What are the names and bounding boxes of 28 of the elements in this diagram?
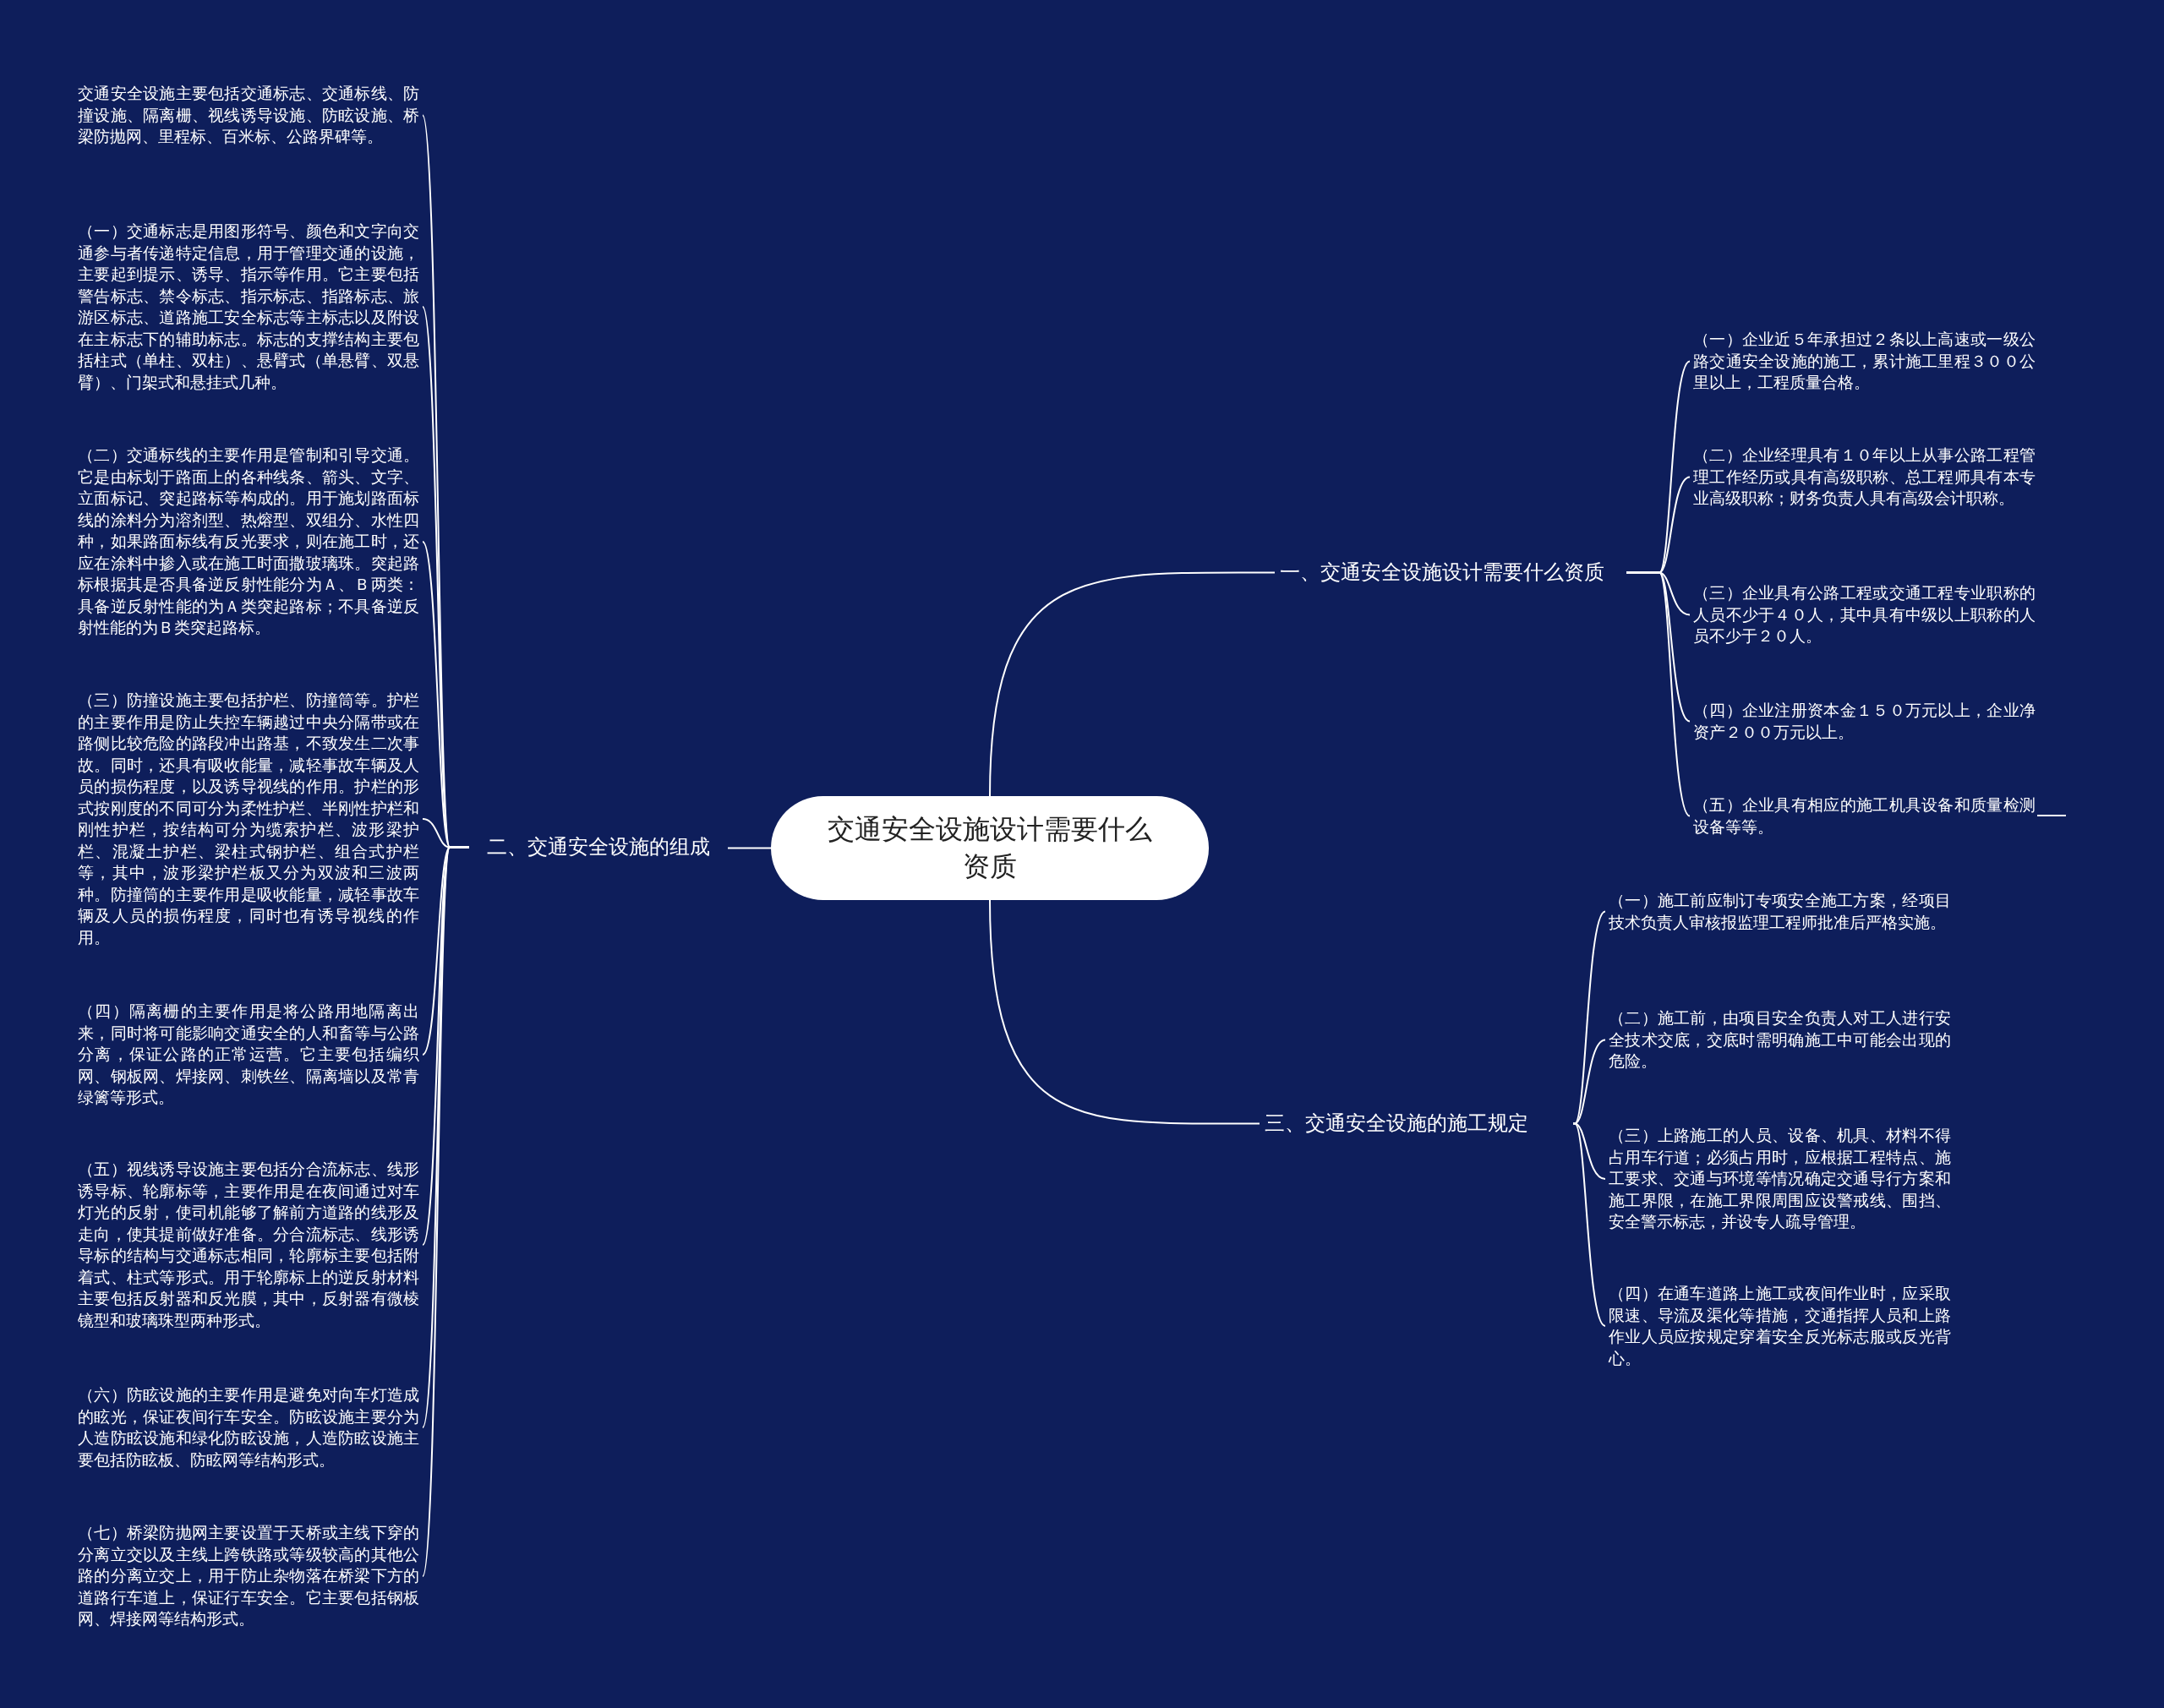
connector-line xyxy=(422,846,470,1577)
detail-text: （七）桥梁防抛网主要设置于天桥或主线下穿的分离立交以及主线上跨铁路或等级较高的其他公路的分离立交上，用于防止杂物落在桥梁下方的道路行车道上，保证行车安全。它主要包括钢板网、焊接网等结构形式。 xyxy=(78,1522,419,1630)
detail-text: （四）在通车道路上施工或夜间作业时，应采取限速、导流及渠化等措施，交通指挥人员和上路作业人员应按规定穿着安全反光标志服或反光背心。 xyxy=(1609,1283,1951,1369)
connector-line xyxy=(989,571,1276,797)
branch-topic: 三、交通安全设施的施工规定 xyxy=(1265,1109,1556,1138)
detail-text: （五）企业具有相应的施工机具设备和质量检测设备等等。 xyxy=(1693,794,2036,838)
detail-text: （二）企业经理具有１０年以上从事公路工程管理工作经历或具有高级职称、总工程师具有本专业高级职称；财务负责人具有高级会计职称。 xyxy=(1693,445,2036,510)
connector-line xyxy=(727,847,772,849)
detail-text: （六）防眩设施的主要作用是避免对向车灯造成的眩光，保证夜间行车安全。防眩设施主要分为人造防眩设施和绿化防眩设施，人造防眩设施主要包括防眩板、防眩网等结构形式。 xyxy=(78,1384,419,1471)
detail-text: （三）上路施工的人员、设备、机具、材料不得占用车行道；必须占用时，应根据工程特点、施工要求、交通与环境等情况确定交通导行方案和施工界限，在施工界限周围应设警戒线、围挡、安全警示标志，并设专人疏导管理。 xyxy=(1609,1125,1951,1233)
detail-text: （三）企业具有公路工程或交通工程专业职称的人员不少于４０人，其中具有中级以上职称的人员不少于２０人。 xyxy=(1693,582,2036,647)
connector-line xyxy=(1572,1039,1606,1125)
connector-line xyxy=(1572,1122,1606,1327)
detail-text: （五）视线诱导设施主要包括分合流标志、线形诱导标、轮廓标等，主要作用是在夜间通过对车灯光的反射，使司机能够了解前方道路的线形及走向，使其提前做好准备。分合流标志、线形诱导标的结构与交通标志相同，轮廓标主要包括附着式、柱式等形式。用于轮廓标上的逆反射材料主要包括反射器和反光膜，其中，反射器有微棱镜型和玻璃珠型两种形式。 xyxy=(78,1159,419,1331)
detail-text: （四）企业注册资本金１５０万元以上，企业净资产２００万元以上。 xyxy=(1693,700,2036,743)
branch-topic: 二、交通安全设施的组成 xyxy=(476,832,721,862)
detail-text: （一）企业近５年承担过２条以上高速或一级公路交通安全设施的施工，累计施工里程３００公里以上，工程质量合格。 xyxy=(1693,329,2036,394)
detail-text: （三）防撞设施主要包括护栏、防撞筒等。护栏的主要作用是防止失控车辆越过中央分隔带或在路侧比较危险的路段冲出路基，不致发生二次事故。同时，还具有吸收能量，减轻事故车辆及人员的损伤程度，以及诱导视线的作用。护栏的形式按刚度的不同可分为柔性护栏、半刚性护栏和刚性护栏，按结构可分为缆索护栏、波形梁护栏、混凝土护栏、梁柱式钢护栏、组合式护栏等，其中，波形梁护栏板又分为双波和三波两种。防撞筒的主要作用是吸收能量，减轻事故车辆及人员的损伤程度，同时也有诱导视线的作用。 xyxy=(78,690,419,948)
detail-text: （二）施工前，由项目安全负责人对工人进行安全技术交底，交底时需明确施工中可能会出现的危险。 xyxy=(1609,1007,1951,1072)
central-topic: 交通安全设施设计需要什么资质 xyxy=(771,796,1209,900)
detail-text: （一）施工前应制订专项安全施工方案，经项目技术负责人审核报监理工程师批准后严格实施。 xyxy=(1609,890,1951,933)
connector-line xyxy=(989,899,1260,1125)
branch-topic: 一、交通安全设施设计需要什么资质 xyxy=(1280,558,1609,587)
detail-text: （一）交通标志是用图形符号、颜色和文字向交通参与者传递特定信息，用于管理交通的设施，主要起到提示、诱导、指示等作用。它主要包括警告标志、禁令标志、指示标志、指路标志、旅游区标志、道路施工安全标志等主标志以及附设在主标志下的辅助标志。标志的支撑结构主要包括柱式（单柱、双柱）、悬臂式（单悬臂、双悬臂）、门架式和悬挂式几种。 xyxy=(78,221,419,393)
detail-text: （二）交通标线的主要作用是管制和引导交通。它是由标划于路面上的各种线条、箭头、文字、立面标记、突起路标等构成的。用于施划路面标线的涂料分为溶剂型、热熔型、双组分、水性四种，如果路面标线有反光要求，则在施工时，还应在涂料中掺入或在施工时面撒玻璃珠。突起路标根据其是否具备逆反射性能分为Ａ、Ｂ两类：具备逆反射性能的为Ａ类突起路标；不具备逆反射性能的为Ｂ类突起路标。 xyxy=(78,445,419,639)
detail-text: （四）隔离栅的主要作用是将公路用地隔离出来，同时将可能影响交通安全的人和畜等与公路分离，保证公路的正常运营。它主要包括编织网、钢板网、焊接网、刺铁丝、隔离墙以及常青绿篱等形式。 xyxy=(78,1001,419,1109)
connector-line xyxy=(1626,571,1691,817)
detail-text: 交通安全设施主要包括交通标志、交通标线、防撞设施、隔离栅、视线诱导设施、防眩设施、桥梁防抛网、里程标、百米标、公路界碑等。 xyxy=(78,83,419,148)
